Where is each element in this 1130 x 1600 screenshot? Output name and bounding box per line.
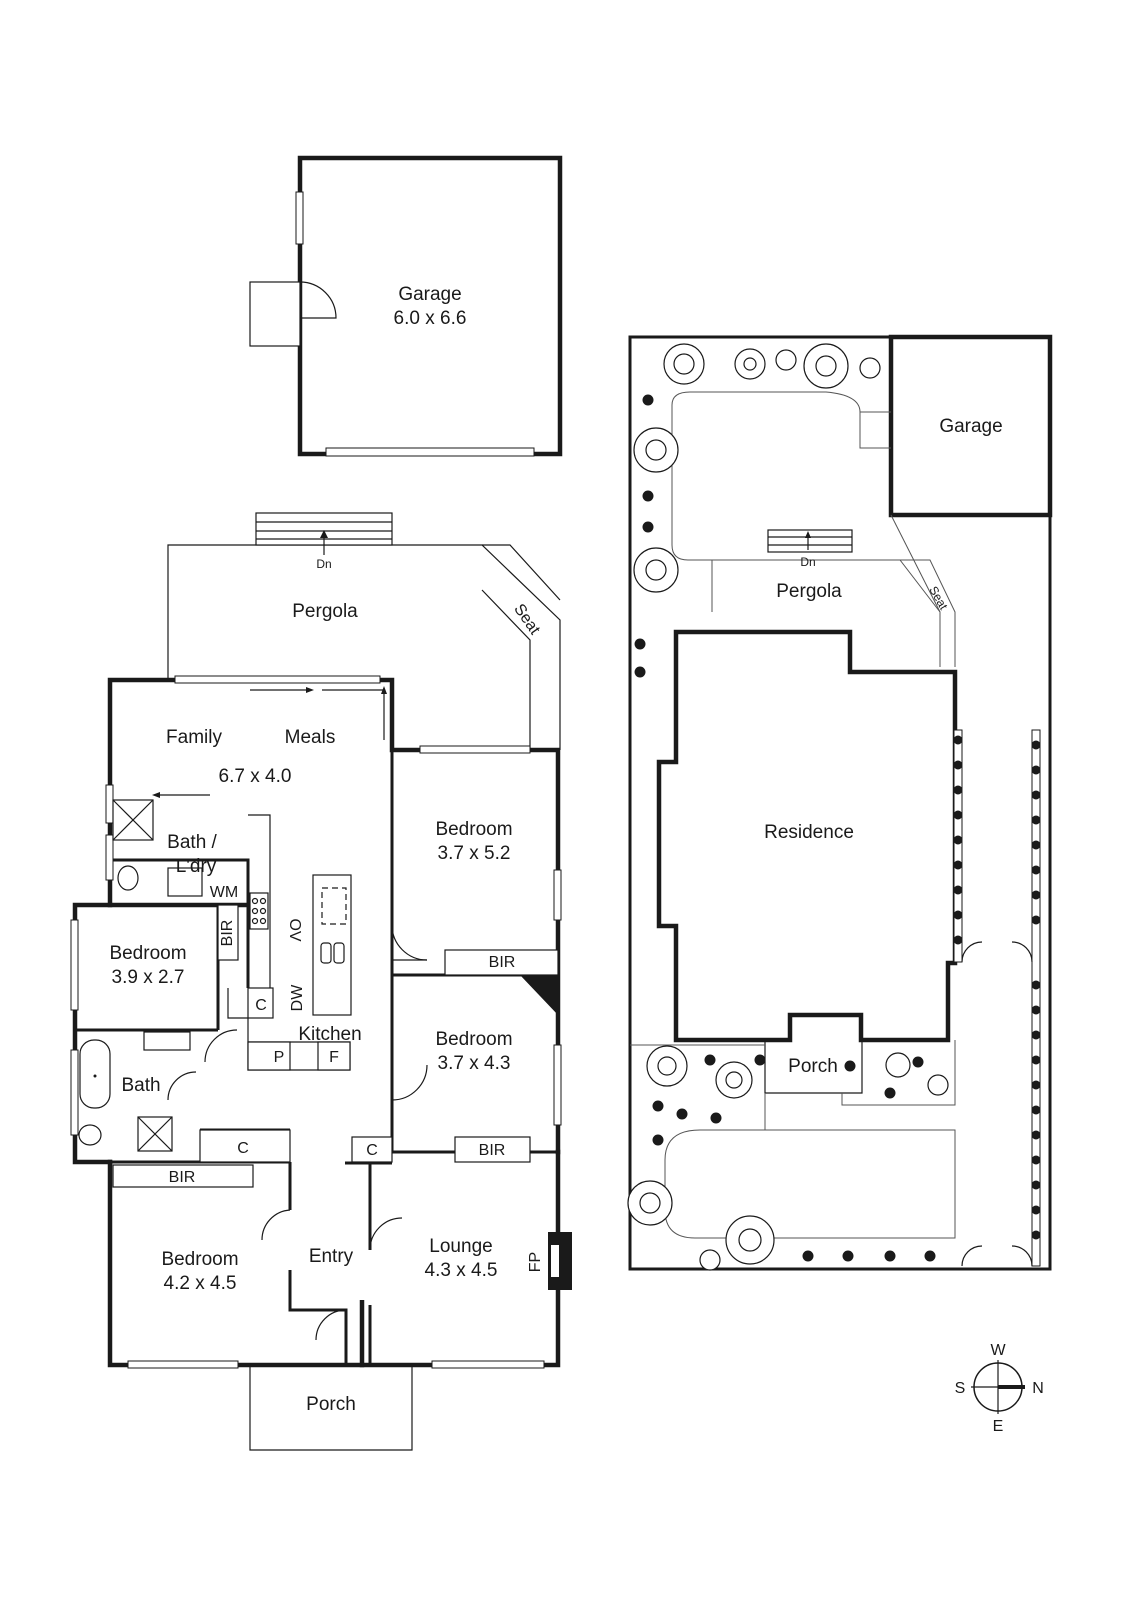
bedroom-sw-label: Bedroom: [161, 1249, 238, 1270]
fence-1: [953, 729, 963, 963]
wm-label: WM: [210, 884, 238, 901]
bedroom-sw-size: 4.2 x 4.5: [164, 1273, 237, 1294]
bir-sw-label: BIR: [169, 1169, 196, 1186]
family-label: Family: [166, 727, 222, 748]
cupboard-entry: [351, 1136, 393, 1163]
entry-label: Entry: [309, 1246, 354, 1267]
room-labels: Family Meals 6.7 x 4.0 Bath / L'dry WM B…: [109, 727, 544, 1415]
fridge: [317, 1041, 351, 1071]
lounge-size: 4.3 x 4.5: [425, 1260, 498, 1281]
door-swings: [167, 924, 428, 1341]
bedroom-e-size: 3.7 x 4.3: [438, 1053, 511, 1074]
vanity: [143, 1031, 191, 1051]
porch-label: Porch: [306, 1394, 356, 1415]
bath-ldry-label-2: L'dry: [176, 856, 217, 877]
bir-e-label: BIR: [479, 1142, 506, 1159]
fp-label: FP: [527, 1252, 544, 1272]
garage-label: Garage: [398, 284, 461, 305]
pantry: [247, 1041, 291, 1071]
bir-sw: [112, 1164, 254, 1188]
bir-ne: [444, 949, 559, 976]
site-pergola-steps: [767, 529, 853, 553]
site-garage-label: Garage: [939, 416, 1002, 437]
site-garage: [888, 334, 1053, 518]
site-trees: [627, 343, 949, 1271]
garage-door: [325, 447, 535, 457]
bedroom-e-label: Bedroom: [435, 1029, 512, 1050]
ov-label: OV: [286, 918, 303, 941]
garage: Garage 6.0 x 6.6: [249, 155, 563, 457]
meals-label: Meals: [285, 727, 336, 748]
lounge-label: Lounge: [429, 1236, 492, 1257]
compass: W S N E: [955, 1342, 1044, 1435]
bedroom-nw-label: Bedroom: [109, 943, 186, 964]
compass-e: E: [993, 1418, 1004, 1435]
garage-door-swing: [299, 281, 337, 319]
compass-s: S: [955, 1380, 966, 1397]
site-dn: Dn: [800, 555, 815, 569]
bir-nw: [217, 904, 239, 961]
bath-label: Bath: [121, 1075, 160, 1096]
sliding-door-arrows: [250, 686, 387, 740]
pergola-dn: Dn: [316, 557, 331, 571]
site-porch-label: Porch: [788, 1056, 838, 1077]
compass-n: N: [1032, 1380, 1044, 1397]
bir-ne-label: BIR: [489, 954, 516, 971]
kitchen-c-label: C: [255, 997, 267, 1014]
garage-side-step: [249, 281, 301, 347]
garage-window: [295, 191, 304, 245]
kitchen-label: Kitchen: [298, 1024, 361, 1045]
bir-nw-label: BIR: [219, 920, 236, 947]
entry-c-label: C: [366, 1142, 378, 1159]
site-pergola-label: Pergola: [776, 581, 842, 602]
garage-walls: [297, 155, 563, 457]
site-plan: Garage Dn Pergola Seat Residence Porch: [628, 334, 1053, 1271]
fence-2: [1031, 729, 1041, 1267]
toilet-bath: [78, 1124, 102, 1146]
bedroom-nw-size: 3.9 x 2.7: [112, 967, 185, 988]
bath-c-label: C: [237, 1140, 249, 1157]
family-size: 6.7 x 4.0: [219, 766, 292, 787]
bathtub: [79, 1039, 111, 1109]
cupboard-bath: [199, 1129, 291, 1163]
fixtures: [78, 792, 572, 1290]
site-boundary: [628, 335, 1052, 1271]
pergola-outline: [167, 544, 561, 750]
pergola-label: Pergola: [292, 601, 358, 622]
pergola: Dn Pergola Seat: [167, 512, 561, 750]
seat-outer: [482, 544, 561, 601]
bir-ne-corner: [520, 975, 558, 1015]
pantry-label: P: [274, 1049, 285, 1066]
bath-ldry-label-1: Bath /: [167, 832, 217, 853]
toilet-ldry: [117, 865, 139, 891]
bedroom-ne-label: Bedroom: [435, 819, 512, 840]
front-porch: [249, 1365, 413, 1451]
oven: [249, 892, 269, 930]
site-porch: [764, 1040, 863, 1094]
dw-label: DW: [289, 984, 306, 1012]
seat-inner: [481, 589, 531, 750]
seat-label: Seat: [510, 601, 543, 638]
residence-outline: [656, 629, 958, 1043]
house-windows: [70, 675, 562, 1369]
kitchen-island: [312, 874, 352, 1016]
bir-e: [454, 1136, 531, 1163]
garden-path-north: [671, 391, 891, 561]
residence-label: Residence: [764, 822, 854, 843]
trough: [167, 867, 203, 897]
site-shrubs: [634, 394, 1041, 1262]
dn-arrowhead: [320, 530, 328, 538]
site-driveway: [664, 1093, 956, 1239]
site-pergola: [711, 559, 941, 667]
fridge-label: F: [329, 1049, 339, 1066]
garage-size: 6.0 x 6.6: [394, 308, 467, 329]
cupboard-kitchen: [247, 987, 274, 1019]
compass-w: W: [990, 1342, 1006, 1359]
bedroom-ne-size: 3.7 x 5.2: [438, 843, 511, 864]
